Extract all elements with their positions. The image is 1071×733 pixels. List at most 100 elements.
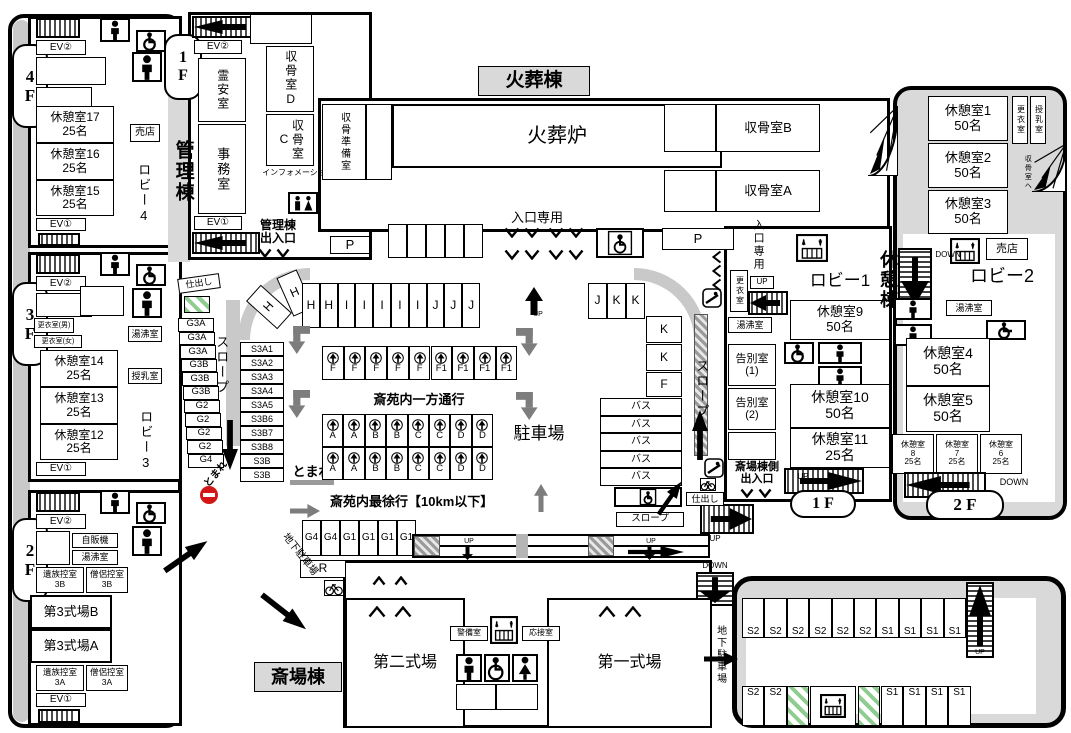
room-blank (36, 57, 106, 85)
floor-label-2f-rest: 2 F (926, 490, 1004, 520)
parking-stall-g: G4 (188, 454, 224, 468)
parking-p2-label: P (693, 230, 703, 246)
elevator1-2f-label: EV① (49, 694, 73, 706)
entrance-chevron-up (372, 576, 386, 586)
elevator1-1f: EV① (194, 216, 242, 230)
room-rest6-label: 休憩室 6 25名 (989, 439, 1013, 467)
parking-stall-s3-label: S3B (253, 469, 271, 480)
stairs-up-icon (966, 582, 994, 658)
floor-label-2f-rest-label: 2 F (953, 495, 977, 515)
parking-stall-g: G3B (182, 372, 218, 386)
parking-stall-c: C (429, 414, 451, 447)
parking-stall-s3-label: S3A1 (250, 343, 274, 354)
parking-stall-i-label: I (344, 297, 349, 312)
parking-stall-s3-label: S3A4 (250, 385, 274, 396)
slope-right-arrow (628, 546, 684, 558)
cremation-furnace-label: 火葬炉 (527, 124, 587, 147)
parking-stall-k: K (646, 344, 682, 371)
parking-stall-g1: G1 (340, 520, 359, 556)
changing-room-m-label: 更衣室(男) (37, 321, 71, 329)
up-label: UP (792, 472, 814, 482)
parking-stall-i: I (391, 283, 409, 328)
ug-stall-s1: S1 (943, 598, 966, 638)
parking-stall-f: F (322, 346, 344, 380)
nursing-room-2f-label: 授乳室 (1034, 105, 1044, 135)
parking-stall-g-label: G2 (196, 413, 210, 425)
parking-stall-g1-label: G1 (342, 532, 357, 544)
room-rest17: 休憩室17 25名 (36, 106, 114, 143)
accessible-parking (596, 228, 644, 258)
vending-machine: 自販機 (72, 533, 118, 548)
parking-stall-g-label: G3A (188, 345, 208, 357)
parking-stall-g1: G1 (378, 520, 397, 556)
family-room-3b: 遺族控室 3B (36, 567, 84, 593)
ash-prep-room: 収骨準備室 (322, 104, 366, 180)
entrance-chevron (758, 488, 772, 498)
entrance-chevron (504, 227, 520, 238)
parking-stall (388, 224, 407, 258)
accessible-icon (136, 264, 166, 286)
one-way-label: 斎苑内一方通行 (358, 392, 480, 408)
parking-stall-g: G2 (186, 426, 222, 441)
bus-stall: バス (600, 398, 682, 416)
ramp-fan-icon (1032, 144, 1066, 192)
mortuary-room: 霊安室 (198, 58, 246, 122)
room-rest13-label: 休憩室13 25名 (54, 391, 104, 419)
parking-stall-g1-label: G1 (399, 532, 414, 544)
hall-3b: 第3式場B (30, 595, 112, 629)
priest-room-3a-label: 僧侶控室 3A (89, 667, 124, 687)
accessible-icon (136, 502, 166, 524)
parking-stall-f: F (343, 346, 366, 380)
down-label: DOWN (930, 250, 966, 260)
ug-stall-s1-label: S1 (908, 687, 921, 698)
rest-building-label-label: 休憩棟 (878, 250, 899, 310)
ramp-icon (704, 458, 724, 478)
parking-stall-d-label: D (457, 430, 465, 442)
down-label: DOWN (992, 476, 1036, 488)
ug-entry-arrow (704, 652, 738, 666)
parking-stall-g: G3B (181, 358, 217, 373)
parking-stall-g4-label: G4 (323, 532, 338, 544)
up-label: UP (704, 534, 726, 544)
parking-stall-g-label: G3B (189, 359, 209, 371)
elevator-icon (796, 234, 828, 262)
cremation-building-tag: 火葬棟 (478, 66, 590, 96)
slope-label-left-label: スロープ (214, 335, 230, 395)
ug-stall-s2-label: S2 (747, 687, 760, 698)
parking-stall-s3: S3A4 (240, 384, 284, 398)
ug-stall-s2-label: S2 (859, 625, 872, 637)
room-rest8: 休憩室 8 25名 (892, 434, 934, 474)
parking-stall-s3-label: S3B6 (250, 413, 274, 424)
down-label-label: DOWN (702, 561, 728, 571)
up-label-label: UP (797, 471, 809, 481)
ash-room-c: 収骨室C (266, 114, 314, 166)
parking-stall-g: G2 (185, 413, 221, 427)
reserved-stall (786, 686, 810, 726)
security-room-label: 警備室 (457, 628, 481, 638)
shop-4f: 売店 (130, 124, 160, 142)
parking-stall-s3-label: S3A3 (250, 371, 274, 382)
room-rest9: 休憩室9 50名 (790, 300, 890, 340)
bus-stall: バス (600, 468, 682, 486)
ash-room-d: 収骨室D (266, 46, 314, 112)
route-hook-arrow (516, 392, 540, 420)
parking-stall-f-label: F (395, 362, 401, 374)
parking-stall-f-label: F (373, 362, 380, 374)
parking-stall-g-label: G3A (187, 332, 207, 344)
room-rest7-label: 休憩室 7 25名 (945, 439, 969, 467)
stairs-up-icon (784, 468, 864, 494)
stairs-icon (36, 492, 80, 512)
ash-room-a: 収骨室A (716, 170, 820, 212)
parking-stall-g-label: G4 (199, 454, 213, 466)
parking-stall-f1: F1 (473, 346, 496, 380)
office-room-label: 事務室 (215, 146, 231, 192)
slow-drive-label-label: 斎苑内最徐行【10km以下】 (330, 493, 494, 509)
room-rest2-label: 休憩室2 50名 (944, 149, 992, 180)
room-rest10-label: 休憩室10 50名 (811, 389, 869, 421)
parking-stall-d-label: D (479, 463, 486, 475)
cremation-building-tag-label: 火葬棟 (505, 70, 563, 92)
parking-stall-a-label: A (329, 430, 336, 442)
parking-stall-i: I (373, 283, 391, 328)
changing-room-2f-label: 更衣室 (1016, 105, 1026, 135)
